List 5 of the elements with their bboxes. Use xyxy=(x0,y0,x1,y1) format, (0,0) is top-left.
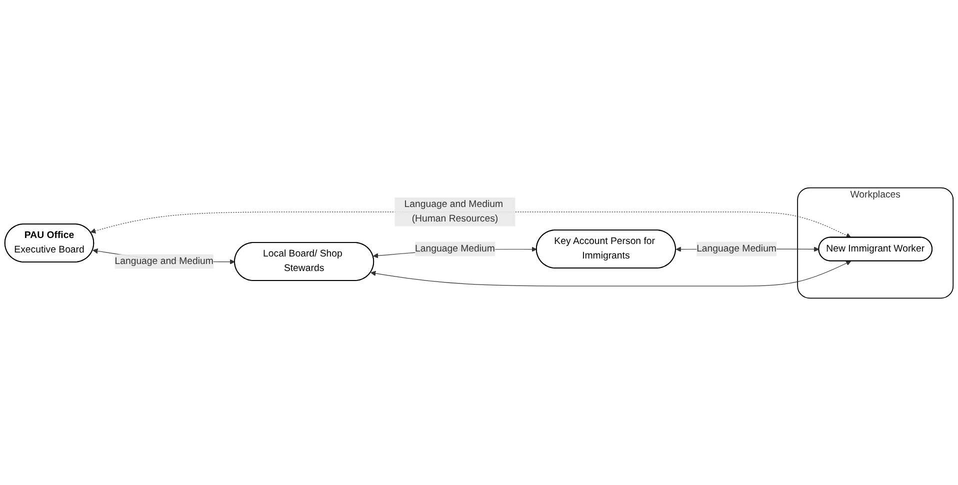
edge-label: Language Medium xyxy=(415,243,495,254)
edge-label: Language Medium xyxy=(696,243,776,254)
edge-label: Language and Medium (Human Resources) xyxy=(404,198,503,224)
edge-label: Language and Medium xyxy=(114,256,214,266)
arrow xyxy=(370,260,852,286)
